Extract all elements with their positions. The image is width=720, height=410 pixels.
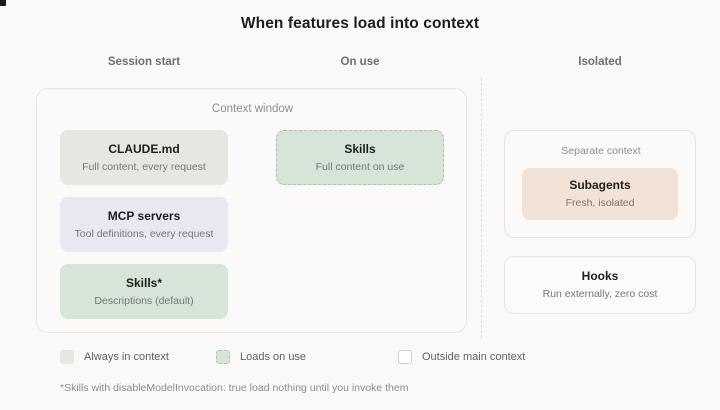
page-title: When features load into context xyxy=(240,15,480,32)
card-mcp-servers[interactable]: MCP servers Tool definitions, every requ… xyxy=(60,197,228,252)
card-subagents[interactable]: Subagents Fresh, isolated xyxy=(522,168,678,220)
legend-swatch-always-icon xyxy=(60,350,74,364)
card-subtitle: Full content, every request xyxy=(82,160,206,173)
context-window-label: Context window xyxy=(211,103,294,115)
legend-item-loads-on-use: Loads on use xyxy=(216,350,306,364)
card-subtitle: Run externally, zero cost xyxy=(542,288,658,301)
card-subtitle: Full content on use xyxy=(315,160,405,173)
card-skills-on-use[interactable]: Skills Full content on use xyxy=(276,130,444,185)
legend-swatch-on-use-icon xyxy=(216,350,230,364)
column-header-session-start: Session start xyxy=(107,56,181,68)
card-title: Hooks xyxy=(581,269,619,283)
legend-label: Loads on use xyxy=(240,351,307,363)
card-subtitle: Fresh, isolated xyxy=(565,197,635,210)
card-subtitle: Tool definitions, every request xyxy=(74,227,214,240)
column-header-isolated: Isolated xyxy=(578,56,622,68)
card-title: Skills xyxy=(344,141,376,156)
column-divider xyxy=(481,78,482,338)
card-hooks[interactable]: Hooks Run externally, zero cost xyxy=(504,256,696,314)
card-claude-md[interactable]: CLAUDE.md Full content, every request xyxy=(60,130,228,185)
legend-item-always-in-context: Always in context xyxy=(60,350,169,364)
crop-corner-mark xyxy=(0,0,6,6)
footnote: *Skills with disableModelInvocation: tru… xyxy=(60,382,409,394)
card-skills-descriptions[interactable]: Skills* Descriptions (default) xyxy=(60,264,228,319)
column-header-on-use: On use xyxy=(340,56,380,68)
card-subtitle: Descriptions (default) xyxy=(94,294,194,307)
card-title: MCP servers xyxy=(107,208,181,223)
legend-item-outside-main-context: Outside main context xyxy=(398,350,525,364)
card-title: Skills* xyxy=(125,275,163,290)
legend-swatch-outside-icon xyxy=(398,350,412,364)
card-title: Subagents xyxy=(569,178,631,192)
legend-label: Outside main context xyxy=(422,351,526,363)
card-title: CLAUDE.md xyxy=(108,141,180,156)
separate-context-label: Separate context xyxy=(561,145,641,157)
legend-label: Always in context xyxy=(84,351,169,363)
